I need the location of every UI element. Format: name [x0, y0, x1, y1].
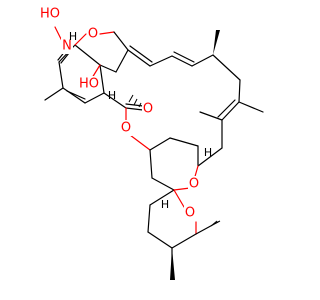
- bond-chain-6: [238, 79, 241, 103]
- bond-ring6-c2: [66, 90, 86, 100]
- bond-chain-7: [238, 101, 264, 113]
- bond-macro-a: [149, 137, 171, 151]
- bond-macro-d: [149, 149, 153, 179]
- bond-chain-5: [212, 54, 241, 81]
- label-h-lactone-c: H: [108, 89, 116, 102]
- bond-macro-b: [169, 137, 199, 147]
- bond-c-oh: [91, 64, 101, 79]
- bond-ring6-c: [62, 87, 86, 104]
- bond-ring6-f: [74, 44, 101, 66]
- bond-chain-3b: [173, 51, 195, 63]
- label-oxime-oh: HO: [40, 7, 60, 22]
- bond-ring6-e: [99, 64, 105, 94]
- bond-macro-e: [151, 177, 175, 191]
- bond-spiro-b: [147, 204, 151, 233]
- bond-spiro-d: [171, 233, 197, 249]
- hashed-bonds: [128, 94, 221, 227]
- bond-ring6-b: [58, 61, 64, 89]
- label-h-oxime-c: H: [69, 30, 77, 43]
- bond-chain-8b: [217, 99, 236, 118]
- bond-c-carbonyl: [103, 92, 127, 109]
- bond-furan-o-1: [74, 33, 87, 46]
- label-h-pyran-c: H: [204, 146, 212, 159]
- bond-furan-b: [115, 49, 129, 73]
- bond-furan-o-2: [99, 31, 115, 35]
- bond-chain-11: [197, 147, 223, 167]
- bonds-diene-chain: [127, 45, 264, 167]
- bond-spiro-c: [147, 231, 173, 249]
- bond-chain-9: [199, 111, 223, 121]
- wedge-methyl-top: [213, 30, 220, 55]
- bond-ring6-d: [84, 92, 105, 104]
- bond-chain-1: [127, 49, 151, 67]
- bond-chain-1b: [129, 45, 153, 63]
- wedge-methyl-bottom: [170, 248, 175, 280]
- label-lactone-o: O: [121, 121, 131, 136]
- bond-chain-8: [221, 101, 240, 121]
- bond-spiro-a: [149, 189, 175, 206]
- bond-chain-4: [191, 54, 214, 67]
- bond-furan-a: [113, 31, 129, 51]
- bond-chain-2: [149, 55, 173, 67]
- label-h-spiro: H: [161, 198, 169, 211]
- bond-furan-c: [99, 64, 117, 73]
- bond-c-n-2: [60, 52, 70, 64]
- bond-ring-methyl: [44, 87, 64, 101]
- bond-spiro-o-2: [173, 189, 185, 208]
- bond-pyran-o-1: [173, 187, 191, 191]
- label-hydroxy: HO: [79, 77, 99, 92]
- label-carbonyl-o: O: [143, 102, 153, 117]
- label-spiro-o: O: [185, 206, 195, 221]
- bonds-left-ring-system: [44, 26, 144, 123]
- molecule-structure: HO N O HO O O O O H H H H: [38, 6, 264, 280]
- label-furan-o: O: [88, 27, 98, 42]
- label-oxime-n: N: [62, 39, 72, 54]
- bond-chain-3: [171, 55, 193, 67]
- atom-labels: HO N O HO O O O O: [38, 6, 200, 221]
- stereo-h-labels: H H H H: [69, 30, 212, 211]
- bond-carbonyl-1: [125, 107, 144, 111]
- label-pyran-o: O: [189, 177, 199, 192]
- bond-spiro-e: [195, 221, 219, 235]
